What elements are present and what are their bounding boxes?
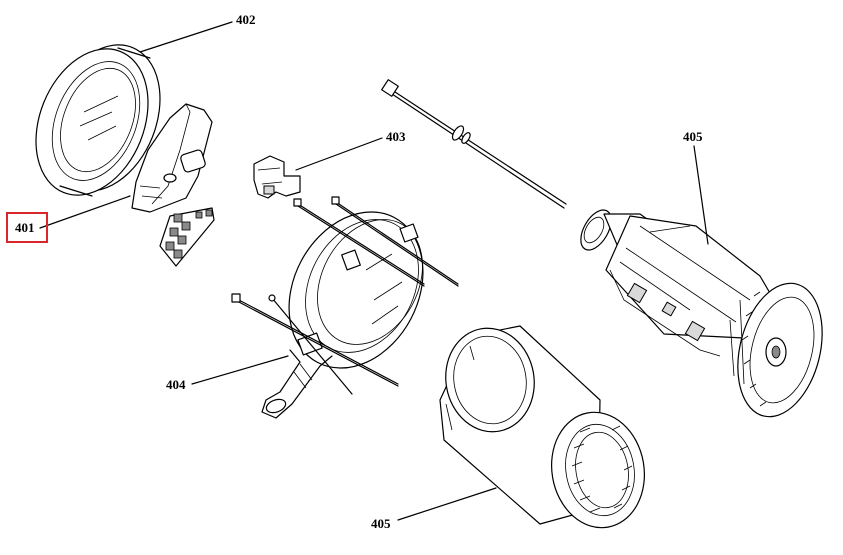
part-405-stator bbox=[439, 325, 646, 529]
label-405-rotor: 405 bbox=[683, 129, 703, 144]
part-401-terminal-block bbox=[159, 207, 215, 267]
part-402-end-cover bbox=[35, 44, 161, 197]
label-401: 401 bbox=[15, 220, 35, 235]
part-404-housing bbox=[261, 211, 424, 419]
part-403-brush-holder bbox=[253, 155, 301, 199]
label-402: 402 bbox=[236, 12, 256, 27]
part-401-bracket bbox=[131, 103, 213, 213]
rotor-shaft-bolt bbox=[381, 79, 567, 209]
label-405-stator: 405 bbox=[371, 516, 391, 531]
label-403: 403 bbox=[386, 129, 406, 144]
part-405-rotor bbox=[580, 209, 823, 418]
highlight-box-401 bbox=[6, 212, 48, 243]
label-404: 404 bbox=[166, 377, 186, 392]
leader-lines bbox=[39, 21, 709, 521]
through-bolts bbox=[231, 196, 459, 395]
